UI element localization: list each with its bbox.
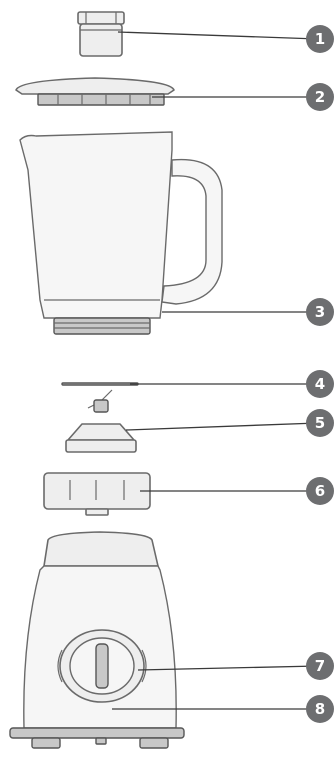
speed-control-knob <box>58 630 146 702</box>
callout-number: 1 <box>315 30 325 48</box>
callout-number: 8 <box>315 700 325 718</box>
callout-5: 5 <box>306 409 334 437</box>
leader-line-1 <box>118 32 318 39</box>
leader-line-5 <box>126 423 318 430</box>
callout-number: 3 <box>315 303 325 321</box>
blade-assembly <box>66 390 136 452</box>
blender-jar <box>20 132 222 334</box>
callout-number: 4 <box>315 375 325 393</box>
callout-7: 7 <box>306 652 334 680</box>
callout-3: 3 <box>306 298 334 326</box>
callout-number: 6 <box>315 482 325 500</box>
callout-number: 5 <box>315 414 325 432</box>
measuring-cap <box>78 12 124 56</box>
locking-ring <box>44 473 150 515</box>
callout-1: 1 <box>306 25 334 53</box>
callout-4: 4 <box>306 370 334 398</box>
sealing-ring <box>62 383 138 385</box>
jar-lid <box>16 78 174 105</box>
callout-number: 2 <box>315 88 325 106</box>
callout-8: 8 <box>306 695 334 723</box>
callout-6: 6 <box>306 477 334 505</box>
callout-number: 7 <box>315 657 325 675</box>
callout-2: 2 <box>306 83 334 111</box>
